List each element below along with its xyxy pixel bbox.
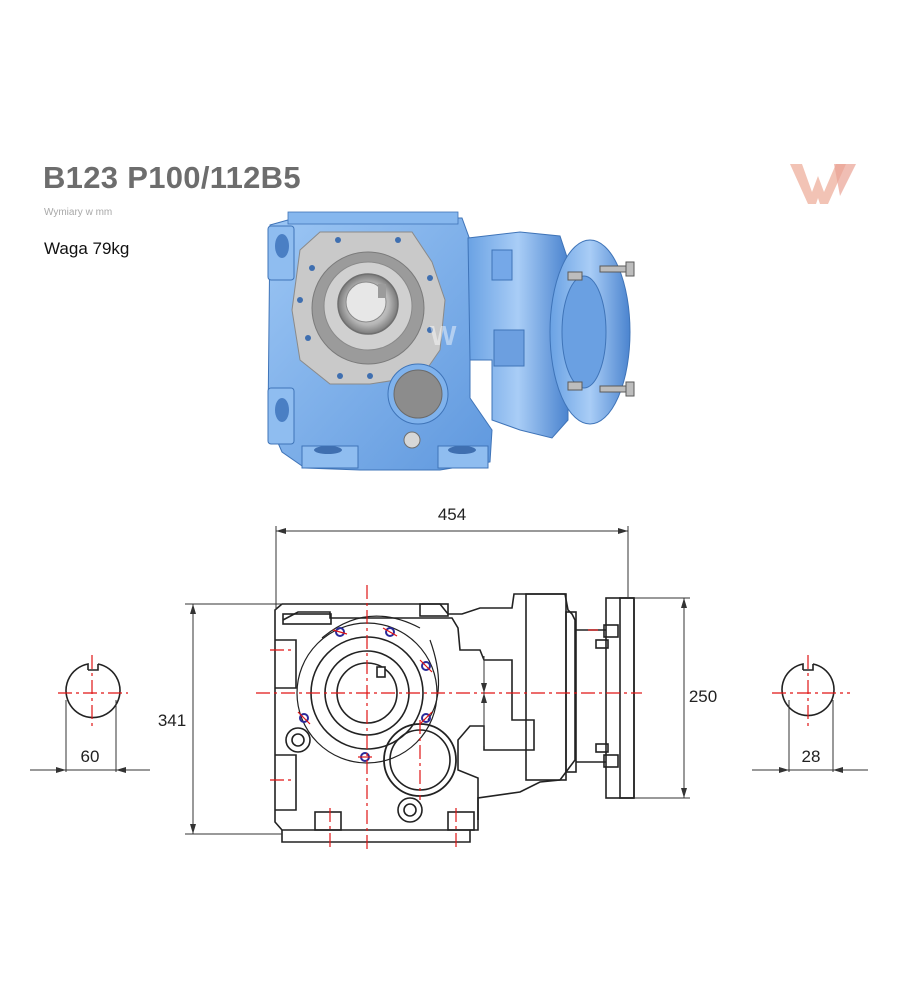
dim-input-shaft: 28 xyxy=(802,747,821,766)
dim-overall-height: 341 xyxy=(158,711,186,730)
page-title: B123 P100/112B5 xyxy=(43,160,301,195)
weight-label: Waga 79kg xyxy=(44,239,130,258)
units-note: Wymiary w mm xyxy=(44,207,113,218)
dim-overall-width: 454 xyxy=(438,505,466,524)
w-brand-logo-icon xyxy=(790,164,856,204)
svg-text:W: W xyxy=(430,320,457,351)
dim-hollow-shaft: 60 xyxy=(81,747,100,766)
dim-flange-diameter: 250 xyxy=(689,687,717,706)
